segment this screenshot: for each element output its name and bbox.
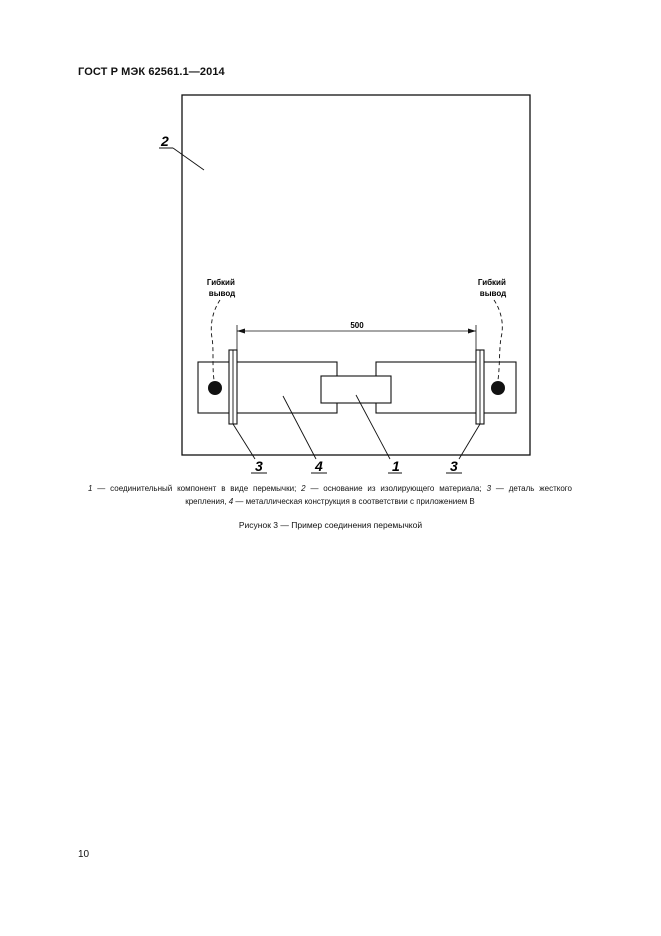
insulating-base xyxy=(181,94,531,456)
figure-title: Рисунок 3 — Пример соединения перемычкой xyxy=(238,520,423,530)
flexible-lead-right-label: Гибкий вывод xyxy=(478,278,508,298)
legend-number-2: 2 xyxy=(301,484,306,493)
callout-leader-4 xyxy=(282,395,317,460)
callout-leader-3-left xyxy=(232,423,256,460)
callout-leader-2 xyxy=(172,147,205,171)
legend-number-4: 4 xyxy=(228,496,234,506)
flexible-lead-left-label: Гибкий вывод xyxy=(207,278,237,298)
right-terminal-hole xyxy=(491,381,505,395)
figure-legend: 1 — соединительный компонент в виде пере… xyxy=(88,483,572,508)
legend-number-3: 3 xyxy=(486,484,492,493)
legend-text-1: — соединительный компонент в виде перемы… xyxy=(92,484,302,493)
document-header: ГОСТ Р МЭК 62561.1—2014 xyxy=(78,66,225,78)
jumper-connection-figure: 2 500 Гибкий вывод Гибкий вывод 3 4 1 3 xyxy=(159,94,531,474)
legend-number-1: 1 xyxy=(88,484,93,493)
callout-leader-3-right xyxy=(458,423,481,460)
callout-label-3-left: 3 xyxy=(255,458,263,474)
jumper-connector xyxy=(320,375,392,404)
page-number: 10 xyxy=(78,849,90,860)
dimension-label: 500 xyxy=(350,321,364,330)
left-terminal-hole xyxy=(208,381,222,395)
callout-label-3-right: 3 xyxy=(450,458,458,474)
legend-text-2: — основание из изолирующего материала; xyxy=(305,484,487,493)
callout-leader-1 xyxy=(355,394,391,460)
legend-text-4: — металлическая конструкция в соответств… xyxy=(233,496,475,506)
callout-label-2: 2 xyxy=(160,133,169,149)
callout-label-4: 4 xyxy=(314,458,323,474)
callout-label-1: 1 xyxy=(392,458,400,474)
legend-text-3: — деталь жесткого крепления, xyxy=(185,484,572,506)
